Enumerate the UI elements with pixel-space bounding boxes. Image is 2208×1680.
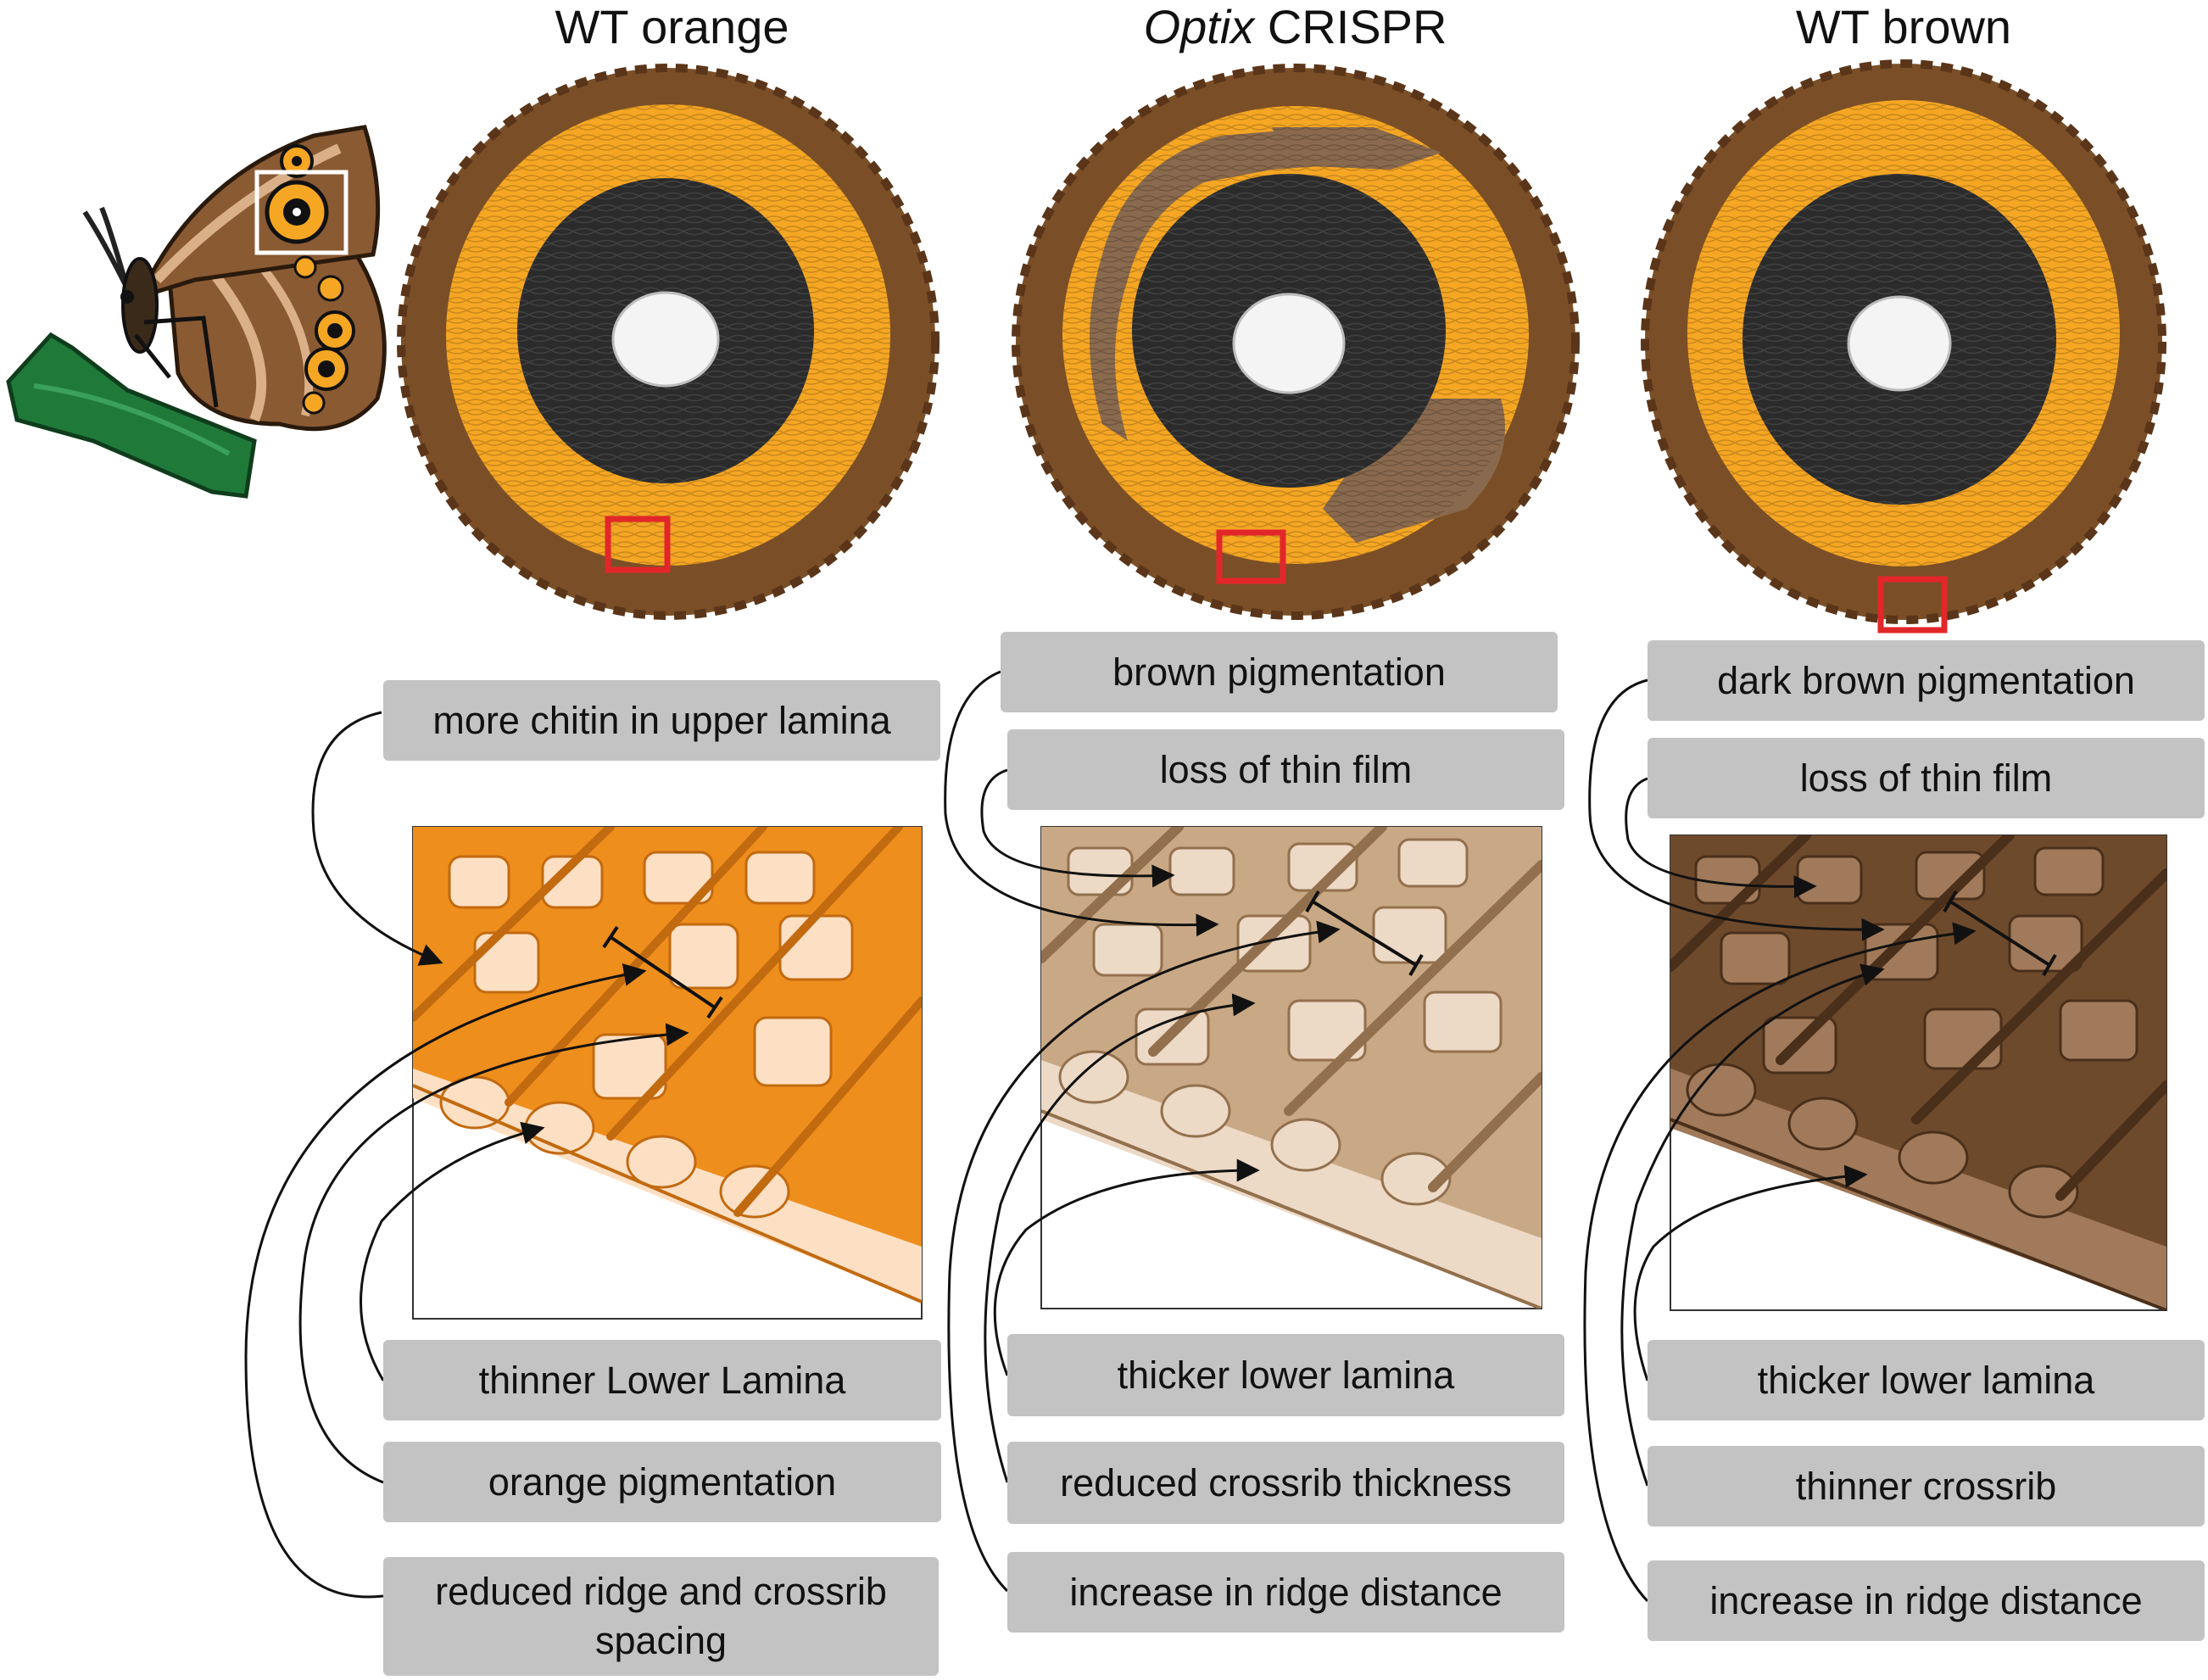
- column-title-wt-brown: WT brown: [1795, 0, 2012, 53]
- eyespot-highlight-box: [254, 170, 348, 255]
- label-reduced-crossrib-thickness: reduced crossrib thickness: [1007, 1442, 1564, 1524]
- label-more-chitin-upper-lamina: more chitin in upper lamina: [383, 680, 940, 761]
- region-box: [1216, 529, 1286, 584]
- region-box: [1877, 576, 1948, 633]
- label-dark-brown-pigmentation: dark brown pigmentation: [1648, 640, 2205, 721]
- butterfly-illustration: [6, 125, 387, 499]
- arrow-more-chitin: [311, 711, 443, 966]
- plant-stem: [6, 332, 257, 499]
- eyespot-wt-brown: [1641, 59, 2166, 633]
- arrow-loss-thin-film-c: [1625, 777, 1817, 899]
- label-thinner-lower-lamina: thinner Lower Lamina: [383, 1340, 941, 1420]
- label-increase-ridge-distance-c: increase in ridge distance: [1648, 1560, 2205, 1641]
- annotation-arrows: [244, 670, 1977, 1603]
- column-title-wt-orange: WT orange: [555, 0, 789, 53]
- label-brown-pigmentation: brown pigmentation: [1001, 632, 1558, 712]
- label-thinner-crossrib: thinner crossrib: [1648, 1446, 2205, 1527]
- label-increase-ridge-distance-b: increase in ridge distance: [1007, 1552, 1564, 1633]
- column-title-optix-crispr: Optix CRISPR: [1143, 0, 1447, 53]
- label-thicker-lower-lamina-b: thicker lower lamina: [1007, 1334, 1564, 1416]
- eyespot-wt-orange: [397, 64, 940, 620]
- label-thicker-lower-lamina-c: thicker lower lamina: [1648, 1340, 2205, 1420]
- label-orange-pigmentation: orange pigmentation: [383, 1442, 941, 1522]
- butterfly-body: [121, 257, 159, 354]
- arrow-loss-thin-film-b: [980, 768, 1175, 888]
- arrow-thicker-lower-lamina-c: [1633, 1164, 1868, 1381]
- label-loss-of-thin-film-b: loss of thin film: [1007, 729, 1564, 810]
- gene-name: Optix: [1143, 0, 1255, 53]
- region-box: [605, 516, 671, 573]
- arrow-thinner-lower-lamina: [360, 1121, 545, 1381]
- arrow-brown-pigmentation: [944, 670, 1219, 937]
- arrow-reduced-spacing: [244, 963, 647, 1599]
- arrow-reduced-crossrib: [984, 993, 1256, 1483]
- ridge-distance-bars: [602, 890, 2057, 1019]
- arrow-thinner-crossrib: [1620, 963, 1885, 1487]
- arrow-dark-brown-pigmentation: [1588, 678, 1885, 941]
- arrow-ridge-distance-b: [947, 920, 1341, 1593]
- arrow-orange-pigmentation: [298, 1023, 689, 1484]
- scale-panel-optix-crispr: [1040, 826, 1542, 1309]
- eyespot-optix-crispr: [1012, 64, 1580, 620]
- arrow-thicker-lower-lamina-b: [993, 1158, 1260, 1376]
- label-loss-of-thin-film-c: loss of thin film: [1648, 738, 2205, 818]
- label-reduced-ridge-crossrib-spacing: reduced ridge and crossrib spacing: [383, 1557, 939, 1676]
- scale-panel-wt-orange: [412, 826, 923, 1320]
- arrow-ridge-distance-c: [1583, 922, 1977, 1603]
- scale-panel-wt-brown: [1670, 834, 2167, 1311]
